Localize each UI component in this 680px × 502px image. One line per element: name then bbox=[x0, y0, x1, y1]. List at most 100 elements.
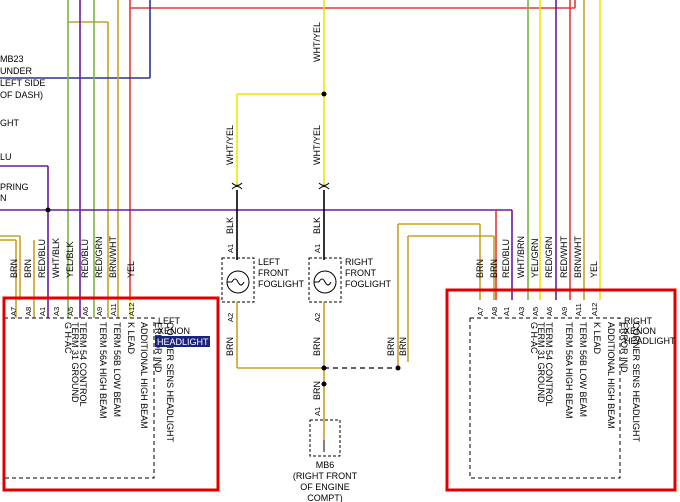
right-pin-6: A6 bbox=[545, 307, 554, 316]
right-pin-7: A9 bbox=[560, 307, 569, 316]
ground-symbol bbox=[309, 419, 341, 457]
left-wire-color-2: BRN bbox=[23, 259, 33, 278]
right-highlight-box bbox=[445, 288, 677, 492]
right-pin-4: A3 bbox=[517, 307, 526, 316]
right-wire-color-8: BRN/WHT bbox=[573, 236, 583, 278]
left-highlight-box bbox=[2, 296, 220, 492]
right-pin-1: A7 bbox=[476, 307, 485, 316]
right-wire-color-1: BRN bbox=[475, 259, 485, 278]
ground-name-1: MB6 bbox=[316, 460, 335, 470]
right-pin-3: A1 bbox=[502, 307, 511, 316]
ground-wire-label: BRN bbox=[312, 381, 322, 400]
left-func-7: ADDITIONAL HIGH BEAM bbox=[139, 322, 149, 429]
left-fog-name-2: FRONT bbox=[258, 268, 289, 278]
right-func-4: TERM 56A HIGH BEAM bbox=[564, 322, 574, 419]
right-pins: A7 A8 A1 A3 A5 A6 A9 A11 A12 bbox=[476, 303, 599, 316]
left-func-4: TERM 56A HIGH BEAM bbox=[98, 322, 108, 419]
left-fog-bottom-wire: BRN bbox=[225, 337, 235, 356]
right-fog-bottom-wire: BRN bbox=[312, 337, 322, 356]
headlight-selection bbox=[155, 336, 210, 347]
right-func-7: ADDITIONAL HIGH BEAM bbox=[606, 322, 616, 429]
left-pin-1: A7 bbox=[9, 307, 18, 316]
ground-wires bbox=[236, 223, 495, 440]
left-wire-color-5: YEL/BLK bbox=[65, 241, 75, 278]
left-func-6: K LEAD bbox=[126, 322, 136, 355]
right-wire-colors: BRN BRN RED/BLU WHT/BRN YEL/GRN RED/GRN … bbox=[475, 236, 599, 278]
left-wire-color-4: WHT/BLK bbox=[51, 238, 61, 278]
left-module-wires bbox=[15, 300, 131, 318]
ground-name-4: COMPT) bbox=[307, 493, 343, 502]
left-edge-labels: MB23 UNDER LEFT SIDE OF DASH) GHT LU PRI… bbox=[0, 54, 45, 203]
right-pin-5: A5 bbox=[531, 307, 540, 316]
spring-label-1: PRING bbox=[0, 182, 29, 192]
left-pin-6: A6 bbox=[81, 307, 90, 316]
top-harness bbox=[0, 0, 601, 300]
left-wire-color-8: BRN/WHT bbox=[108, 236, 118, 278]
left-pin-9: A12 bbox=[127, 303, 136, 316]
right-wire-color-6: RED/GRN bbox=[544, 236, 554, 278]
ground-branch-1: BRN bbox=[386, 337, 396, 356]
right-wire-color-4: WHT/BRN bbox=[516, 236, 526, 278]
left-fog-blk: BLK bbox=[225, 217, 235, 234]
left-pin-8: A11 bbox=[109, 303, 118, 316]
inline-connectors bbox=[231, 182, 330, 190]
ground-branch-2: BRN bbox=[398, 337, 408, 356]
left-wire-color-7: RED/GRN bbox=[94, 236, 104, 278]
right-pin-9: A12 bbox=[590, 303, 599, 316]
mb23-label-3: LEFT SIDE bbox=[0, 78, 45, 88]
left-pin-7: A9 bbox=[95, 307, 104, 316]
right-functions: G H-AC TERM 31 GROUND TERM 54 CONTROL TE… bbox=[529, 322, 641, 443]
right-fog-pin-top: A1 bbox=[313, 244, 322, 253]
feed-splice bbox=[321, 91, 327, 97]
left-functions: G H-AC TERM 31 GROUND TERM 54 CONTROL TE… bbox=[63, 322, 175, 443]
right-func-2: TERM 31 GROUND bbox=[536, 322, 546, 403]
right-fog-name-2: FRONT bbox=[345, 268, 376, 278]
left-pin-3: A1 bbox=[38, 307, 47, 316]
ght-label: GHT bbox=[0, 118, 20, 128]
ground-pin-label: A1 bbox=[313, 407, 322, 416]
right-wire-color-2: BRN bbox=[489, 259, 499, 278]
left-wire-color-9: YEL bbox=[126, 261, 136, 278]
right-fog-name-1: RIGHT bbox=[345, 257, 374, 267]
left-fog-pin-top: A1 bbox=[226, 244, 235, 253]
mb23-label-4: OF DASH) bbox=[0, 90, 43, 100]
left-fog-name-3: FOGLIGHT bbox=[258, 279, 305, 289]
right-wire-color-9: YEL bbox=[589, 261, 599, 278]
mb23-label-1: MB23 bbox=[0, 54, 24, 64]
left-pin-5: A5 bbox=[66, 307, 75, 316]
right-fog-name-3: FOGLIGHT bbox=[345, 279, 392, 289]
right-xenon-module bbox=[445, 288, 677, 492]
right-module-title-1: RIGHT bbox=[624, 316, 653, 326]
right-func-5: TERM 56B LOW BEAM bbox=[578, 322, 588, 417]
right-fog-blk: BLK bbox=[312, 217, 322, 234]
right-wire-color-3: RED/BLU bbox=[501, 239, 511, 278]
right-fog-top-wire: WHT/YEL bbox=[312, 125, 322, 165]
left-module-title-1: LEFT bbox=[158, 316, 181, 326]
left-func-3: TERM 54 CONTROL bbox=[78, 322, 88, 407]
right-pin-8: A11 bbox=[574, 303, 583, 316]
left-func-2: TERM 31 GROUND bbox=[70, 322, 80, 403]
right-func-6: K LEAD bbox=[592, 322, 602, 355]
left-fog-name-1: LEFT bbox=[258, 257, 281, 267]
left-func-8: ERROR IND bbox=[153, 322, 163, 373]
ground-name-2: (RIGHT FRONT bbox=[293, 471, 358, 481]
left-pin-2: A8 bbox=[24, 307, 33, 316]
right-func-8: ERROR IND bbox=[619, 322, 629, 373]
right-wire-color-5: YEL/GRN bbox=[530, 238, 540, 278]
left-foglight-symbol bbox=[221, 257, 255, 303]
left-wire-color-6: RED/BLU bbox=[80, 239, 90, 278]
fog-feed-wire: WHT/YEL bbox=[312, 22, 322, 62]
blu-label: LU bbox=[0, 152, 12, 162]
right-foglight-symbol bbox=[308, 257, 342, 303]
left-pins: A7 A8 A1 A3 A5 A6 A9 A11 A12 bbox=[9, 303, 136, 316]
left-xenon-module bbox=[2, 296, 220, 492]
right-module-title-3: HEADLIGHT bbox=[624, 336, 676, 346]
blk-wires bbox=[236, 190, 325, 260]
left-func-9: CORNER SENS HEADLIGHT bbox=[165, 322, 175, 443]
right-func-3: TERM 54 CONTROL bbox=[544, 322, 554, 407]
left-pin-4: A3 bbox=[52, 307, 61, 316]
left-wire-color-1: BRN bbox=[9, 259, 19, 278]
right-pin-2: A8 bbox=[490, 307, 499, 316]
left-wire-color-3: RED/BLU bbox=[37, 239, 47, 278]
